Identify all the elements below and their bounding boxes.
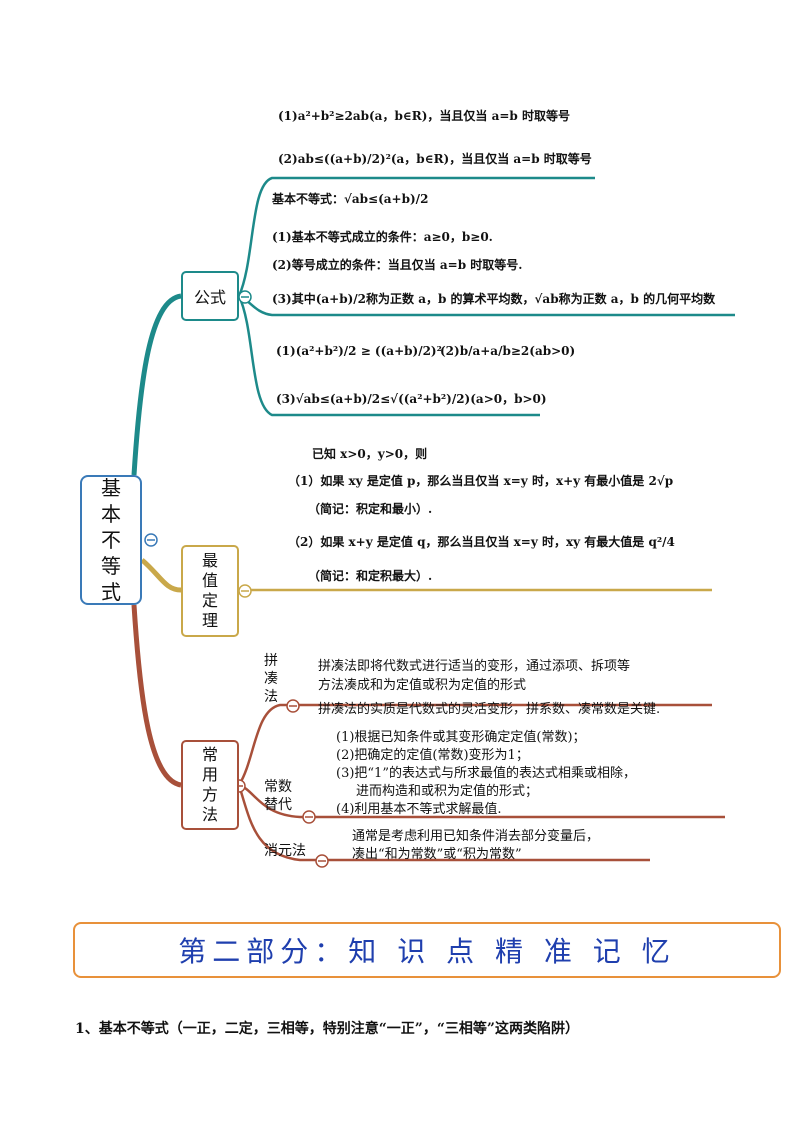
max-note1: （简记：积定和最小）. [308,502,433,516]
condition-3: (3)其中(a+b)/2称为正数 a，b 的算术平均数，√ab称为正数 a，b … [272,292,716,306]
connector-root-method [131,604,182,788]
pincou-text3: 拼凑法的实质是代数式的灵活变形，拼系数、凑常数是关键. [318,702,661,717]
extension-1: (1)(a²+b²)/2 ≥ ((a+b)/2)² [276,344,442,358]
connector-root-max [140,558,182,593]
branch-max-theorem[interactable]: 最值定理 [181,545,239,637]
condition-2: (2)等号成立的条件：当且仅当 a=b 时取等号. [272,258,523,272]
connector-root-formula [131,293,182,476]
branch-max-label: 最值定理 [201,551,218,630]
formula-line2: (2)ab≤((a+b)/2)²(a，b∈R)，当且仅当 a=b 时取等号 [278,152,592,166]
changshu-step4: (4)利用基本不等式求解最值. [336,802,502,817]
changshu-step1: (1)根据已知条件或其变形确定定值(常数)； [336,730,586,745]
changshu-step3: (3)把“1”的表达式与所求最值的表达式相乘或相除， [336,766,636,781]
max-note2: （简记：和定积最大）. [308,569,433,583]
branch-formula[interactable]: 公式 [181,271,239,321]
section-banner: 第二部分：知 识 点 精 准 记 忆 [73,922,781,978]
branch-method-label: 常用方法 [201,745,218,824]
branch-common-methods[interactable]: 常用方法 [181,740,239,830]
pincou-text1: 拼凑法即将代数式进行适当的变形，通过添项、拆项等 [318,659,631,674]
method-changshu-label: 常数替代 [264,779,292,813]
max-item1: （1）如果 xy 是定值 p，那么当且仅当 x=y 时，x+y 有最小值是 2√… [288,474,674,488]
condition-1: (1)基本不等式成立的条件：a≥0，b≥0. [272,230,493,244]
footer-heading: 1、基本不等式（一正，二定，三相等，特别注意“一正”，“三相等”这两类陷阱） [75,1021,579,1037]
changshu-step3b: 进而构造和或积为定值的形式； [356,784,539,799]
banner-title: 第二部分：知 识 点 精 准 记 忆 [178,935,676,968]
max-given: 已知 x>0，y>0，则 [312,447,428,461]
root-node[interactable]: 基本不等式 [80,475,142,605]
method-pincou-label: 拼凑法 [264,653,278,705]
formula-line1: (1)a²+b²≥2ab(a，b∈R)，当且仅当 a=b 时取等号 [278,109,570,123]
branch-formula-label: 公式 [193,288,226,307]
max-item2: （2）如果 x+y 是定值 q，那么当且仅当 x=y 时，xy 有最大值是 q²… [288,535,675,549]
extension-2: (2)b/a+a/b≥2(ab>0) [440,344,576,358]
basic-inequality: 基本不等式：√ab≤(a+b)/2 [272,192,429,206]
extension-3: (3)√ab≤(a+b)/2≤√((a²+b²)/2)(a>0，b>0) [276,392,547,406]
xiaoyuan-text2: 凑出“和为常数”或“积为常数” [352,847,522,862]
pincou-text2: 方法凑成和为定值或积为定值的形式 [318,678,527,693]
method-xiaoyuan-label: 消元法 [264,843,306,859]
xiaoyuan-text1: 通常是考虑利用已知条件消去部分变量后， [352,829,600,844]
root-label: 基本不等式 [101,476,121,604]
changshu-step2: (2)把确定的定值(常数)变形为1； [336,748,529,763]
